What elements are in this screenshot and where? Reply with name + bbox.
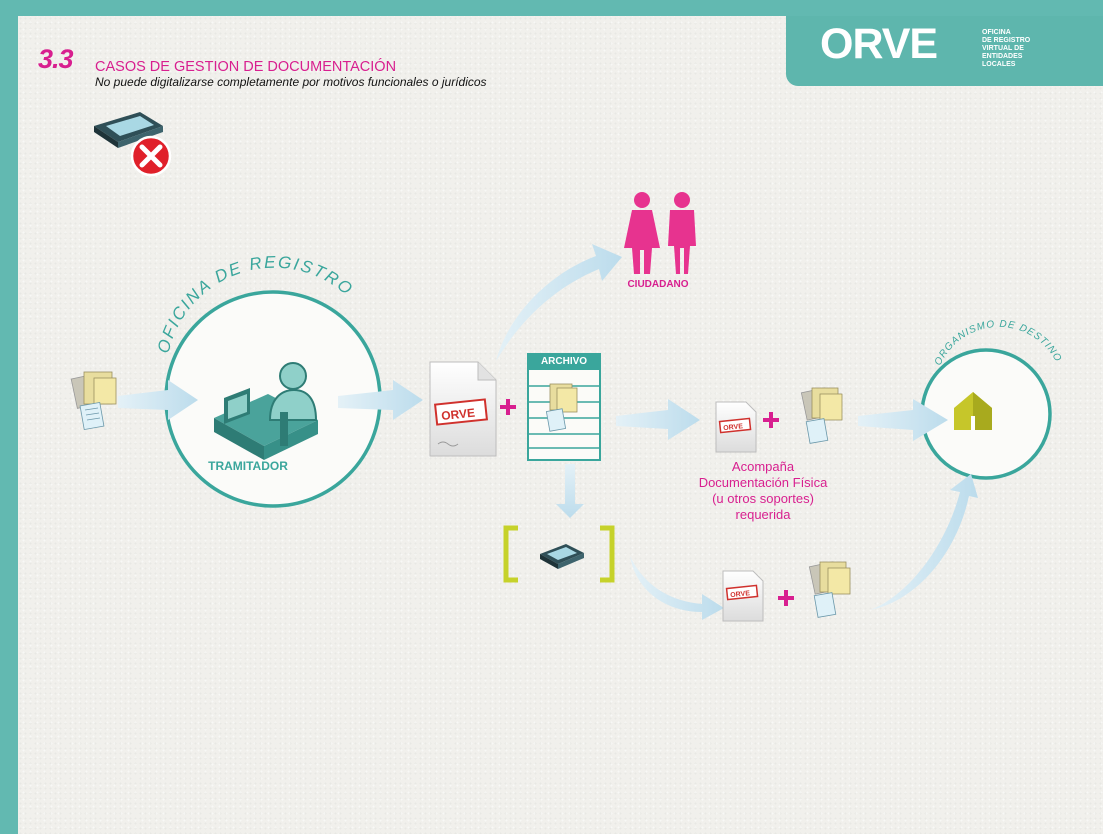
registered-document-icon: ORVE xyxy=(715,401,757,453)
physical-documentation-note: Acompaña Documentación Física (u otros s… xyxy=(678,459,848,523)
scanner-icon xyxy=(503,525,615,583)
note-line: (u otros soportes) xyxy=(712,491,814,506)
arrow-to-ciudadano xyxy=(496,244,622,361)
arrow-down-to-scanner xyxy=(556,464,584,518)
archivo-label: ARCHIVO xyxy=(540,356,588,367)
section-subtitle: No puede digitalizarse completamente por… xyxy=(95,75,487,89)
documents-icon xyxy=(800,387,843,444)
house-icon xyxy=(954,392,992,430)
arrow-documents-to-destination xyxy=(858,399,948,441)
tramitador-label: TRAMITADOR xyxy=(208,459,288,473)
stamp-label: ORVE xyxy=(730,590,751,599)
note-line: Documentación Física xyxy=(698,475,828,490)
note-line: Acompaña xyxy=(731,459,795,474)
clerk-at-computer-icon xyxy=(214,362,318,460)
flow-diagram: OFICINA DE REGISTRO ORGANISMO DE DESTINO xyxy=(70,112,1063,622)
couple-icon xyxy=(624,192,696,274)
section-number: 3.3 xyxy=(38,44,74,74)
arrow-archivo-to-documents xyxy=(616,399,700,440)
archive-box-icon xyxy=(527,353,601,461)
logo-word: ORVE xyxy=(820,20,938,68)
documents-icon xyxy=(808,561,851,618)
registered-document-icon: ORVE xyxy=(722,570,764,622)
stamp-label: ORVE xyxy=(441,406,476,423)
arrow-docs-to-office xyxy=(118,380,198,420)
arrow-up-to-destination xyxy=(870,474,978,610)
arrow-scanner-to-documents xyxy=(630,556,724,620)
documents-icon xyxy=(70,371,117,431)
plus-icon xyxy=(778,590,794,606)
plus-icon xyxy=(763,412,779,428)
stamp-label: ORVE xyxy=(723,423,744,432)
diagram-canvas: 3.3 CASOS DE GESTION DE DOCUMENTACIÓN No… xyxy=(18,16,1103,834)
scanner-forbidden-icon xyxy=(94,112,172,177)
ciudadano-label: CIUDADANO xyxy=(627,279,689,290)
section-title: CASOS DE GESTION DE DOCUMENTACIÓN xyxy=(95,59,397,75)
arrow-office-to-document xyxy=(338,380,423,420)
note-line: requerida xyxy=(735,507,791,522)
logo-tagline: OFICINA DE REGISTRO VIRTUAL DE ENTIDADES… xyxy=(982,29,1031,68)
plus-icon xyxy=(500,399,516,415)
orve-logo: ORVE OFICINA DE REGISTRO VIRTUAL DE ENTI… xyxy=(786,16,1103,86)
registered-document-icon: ORVE xyxy=(429,361,497,457)
